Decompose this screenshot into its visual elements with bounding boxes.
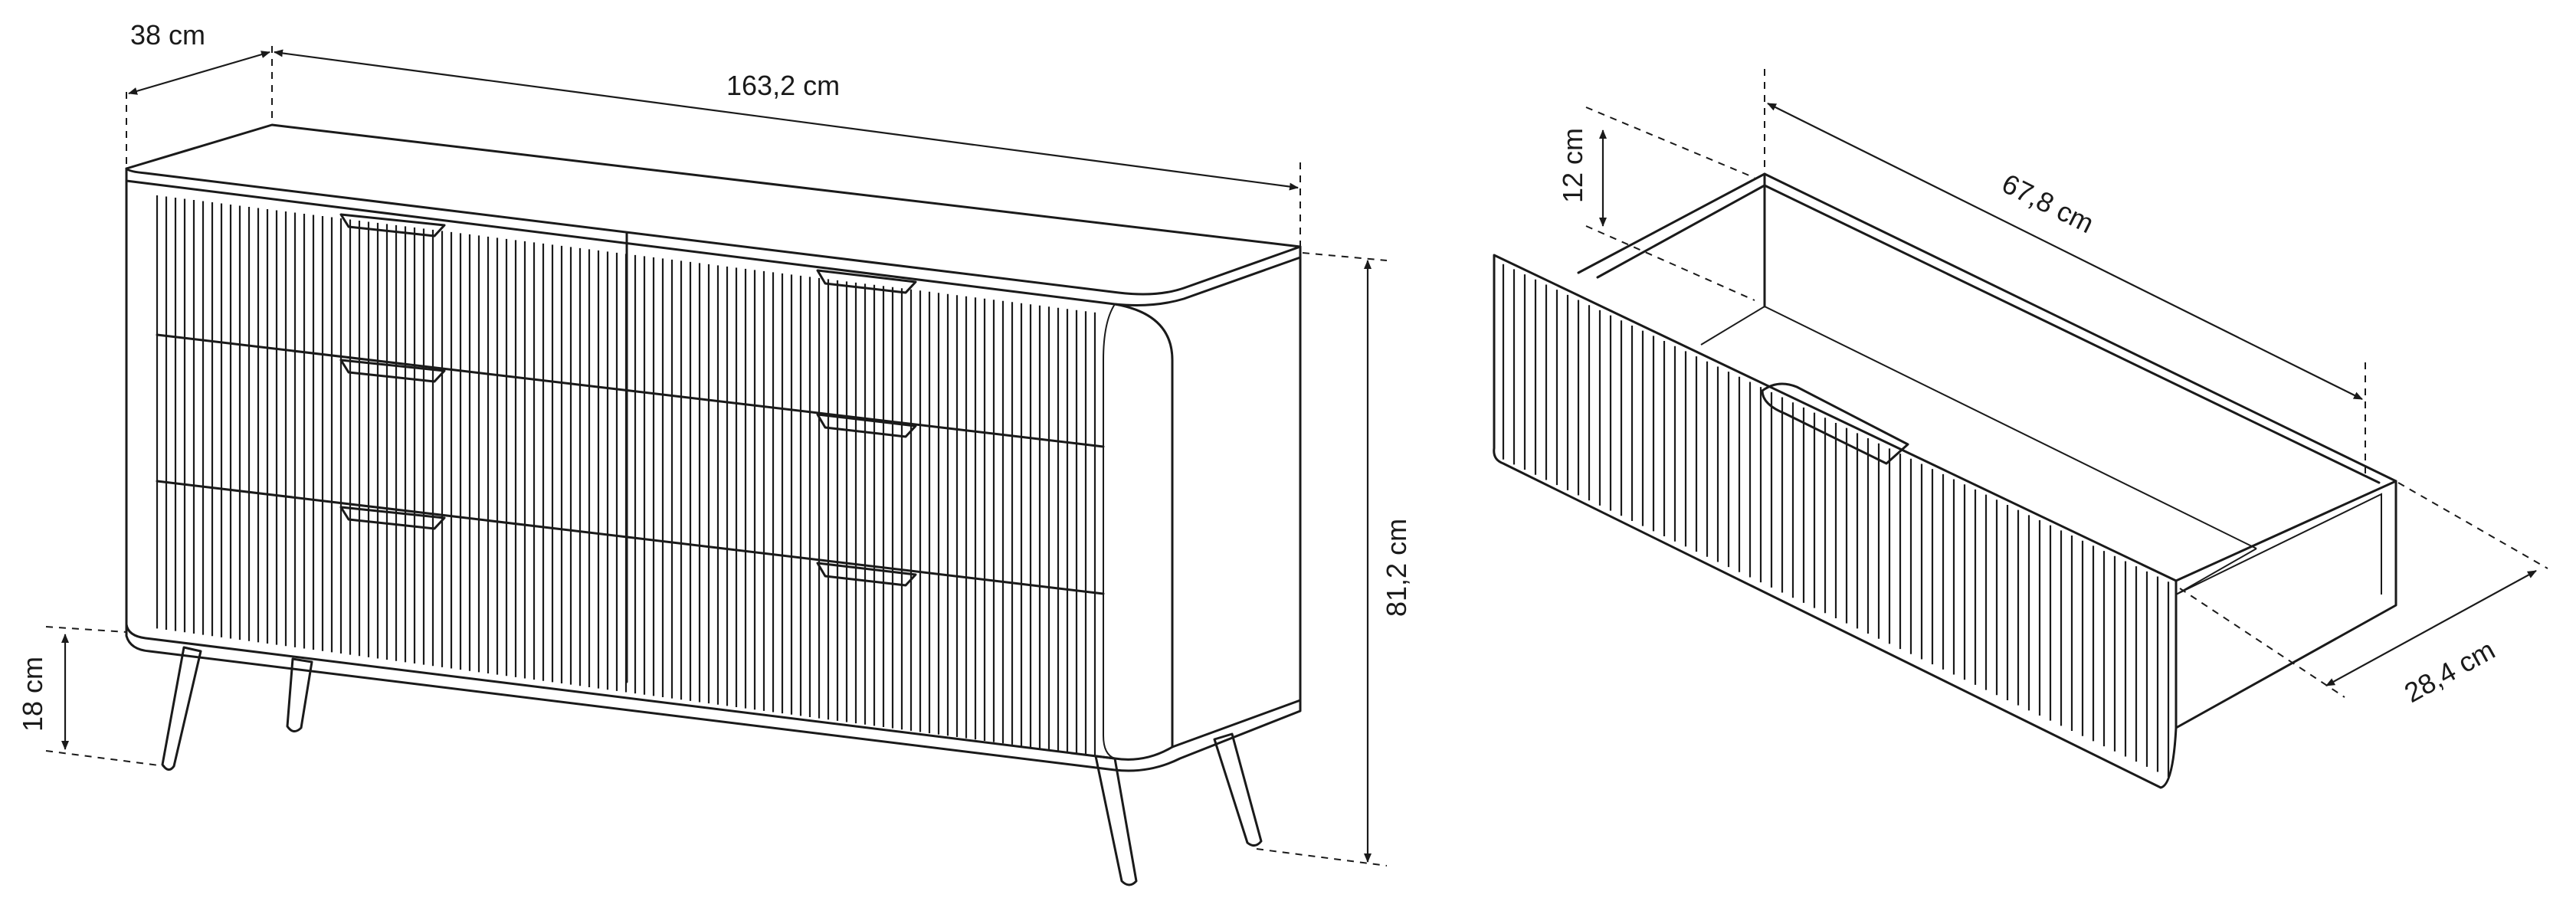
handle-mid-right <box>816 413 917 438</box>
label-drawer-width: 28,4 cm <box>2399 634 2500 709</box>
drawer-box-top-edge <box>1577 172 2397 582</box>
dresser-top <box>125 123 1302 296</box>
dresser-side-curve <box>1103 303 1116 759</box>
drawer-drawing: 12 cm 67,8 cm 28,4 cm <box>1493 69 2548 789</box>
label-depth: 38 cm <box>130 19 205 51</box>
ext-line-leg-bottom <box>45 750 166 767</box>
leg-front-left <box>161 646 202 771</box>
handle-mid-left <box>339 359 446 383</box>
drawer-divider-1 <box>156 333 1105 448</box>
ext-line-height-bottom <box>1256 848 1388 866</box>
ext-line-leg-top <box>45 626 127 633</box>
drawer-handles <box>339 213 917 587</box>
handle-bottom-right <box>816 562 917 587</box>
ext-line-height-top <box>1302 252 1388 261</box>
drawer-fluted-front <box>1502 264 2170 778</box>
handle-bottom-left <box>339 506 446 530</box>
label-height: 81,2 cm <box>1381 519 1412 617</box>
drawer-floor-edge <box>2175 548 2257 595</box>
dim-line-depth <box>128 51 270 95</box>
dresser-front-body <box>125 179 1174 761</box>
drawer-ext-top-left <box>1585 106 1755 179</box>
drawer-right-side-inner <box>2175 493 2382 595</box>
drawer-ext-height-bottom <box>1585 225 1755 301</box>
drawer-ext-depth-left <box>2179 588 2345 698</box>
drawer-right-side <box>2175 480 2397 729</box>
drawer-box-inner-back <box>1596 184 2381 484</box>
drawer-front-panel <box>1493 254 2178 789</box>
leg-back-right <box>1213 732 1263 847</box>
dresser-legs <box>161 646 1263 886</box>
label-drawer-depth: 67,8 cm <box>1997 167 2099 239</box>
drawer-ext-depth-right <box>2397 482 2548 569</box>
dresser-plinth <box>125 623 1302 772</box>
drawer-floor-left <box>1700 305 2257 549</box>
handle-top-right <box>816 269 917 294</box>
dresser-top-edge <box>125 167 1302 306</box>
fluted-front <box>156 195 1096 756</box>
handle-top-left <box>339 213 446 238</box>
drawer-divider-2 <box>156 480 1105 595</box>
leg-back-left <box>286 657 313 732</box>
label-width: 163,2 cm <box>726 70 840 101</box>
leg-front-right <box>1094 755 1138 886</box>
dim-line-width <box>274 49 1299 191</box>
dim-line-drawer-width <box>2325 570 2537 686</box>
dresser-drawing: 38 cm 163,2 cm 81,2 cm 18 cm <box>17 19 1412 886</box>
dim-line-drawer-depth <box>1767 103 2363 400</box>
dresser-side-panel <box>1113 256 1302 749</box>
label-drawer-height: 12 cm <box>1557 128 1588 203</box>
label-leg-height: 18 cm <box>17 657 48 732</box>
